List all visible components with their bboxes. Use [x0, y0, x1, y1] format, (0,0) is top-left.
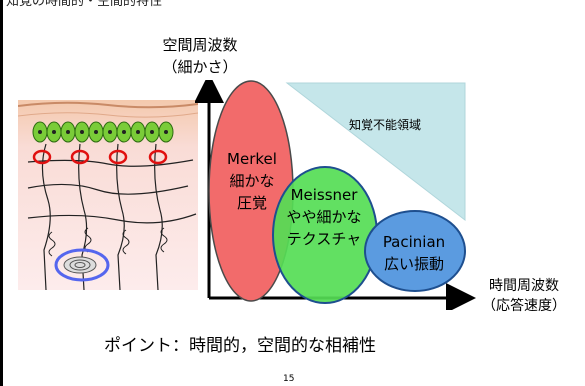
nerve-fibers — [27, 143, 197, 290]
merkel-markers — [32, 149, 168, 165]
x-axis-subtitle: （応答速度） — [482, 298, 566, 314]
pacinian-region — [364, 210, 466, 292]
pacinian-marker — [54, 248, 110, 282]
merkel-desc-2: 圧覚 — [237, 194, 267, 212]
skin-illustration — [18, 100, 198, 290]
imperceptible-region — [285, 82, 466, 222]
pacinian-name: Pacinian — [383, 233, 445, 251]
epidermis-top — [18, 101, 198, 109]
x-axis-title: 時間周波数 — [489, 278, 559, 294]
summary-point: ポイント：時間的，空間的な相補性 — [104, 336, 376, 356]
x-axis-label: 時間周波数 （応答速度） — [463, 276, 585, 316]
y-axis-title: 空間周波数 — [162, 36, 238, 54]
slide-frame-left — [0, 0, 3, 386]
imperceptible-label: 知覚不能領域 — [349, 117, 421, 132]
meissner-name: Meissner — [291, 186, 359, 204]
meissner-desc-2: テクスチャ — [287, 230, 361, 248]
y-axis-label: 空間周波数 （細かさ） — [150, 34, 250, 78]
page-number: 15 — [283, 374, 295, 384]
merkel-desc-1: 細かな — [229, 172, 274, 190]
header-partial: 知覚の時間的・空間的特性 — [6, 0, 163, 9]
pacinian-corpuscle — [54, 248, 110, 282]
merkel-name: Merkel — [227, 150, 277, 168]
pacinian-desc-1: 広い振動 — [384, 255, 444, 273]
y-axis-subtitle: （細かさ） — [162, 58, 238, 76]
frequency-diagram: 知覚不能領域 Merkel 細かな 圧覚 Meissner やや細かな テクスチ… — [195, 80, 476, 310]
meissner-desc-1: やや細かな — [286, 208, 361, 226]
